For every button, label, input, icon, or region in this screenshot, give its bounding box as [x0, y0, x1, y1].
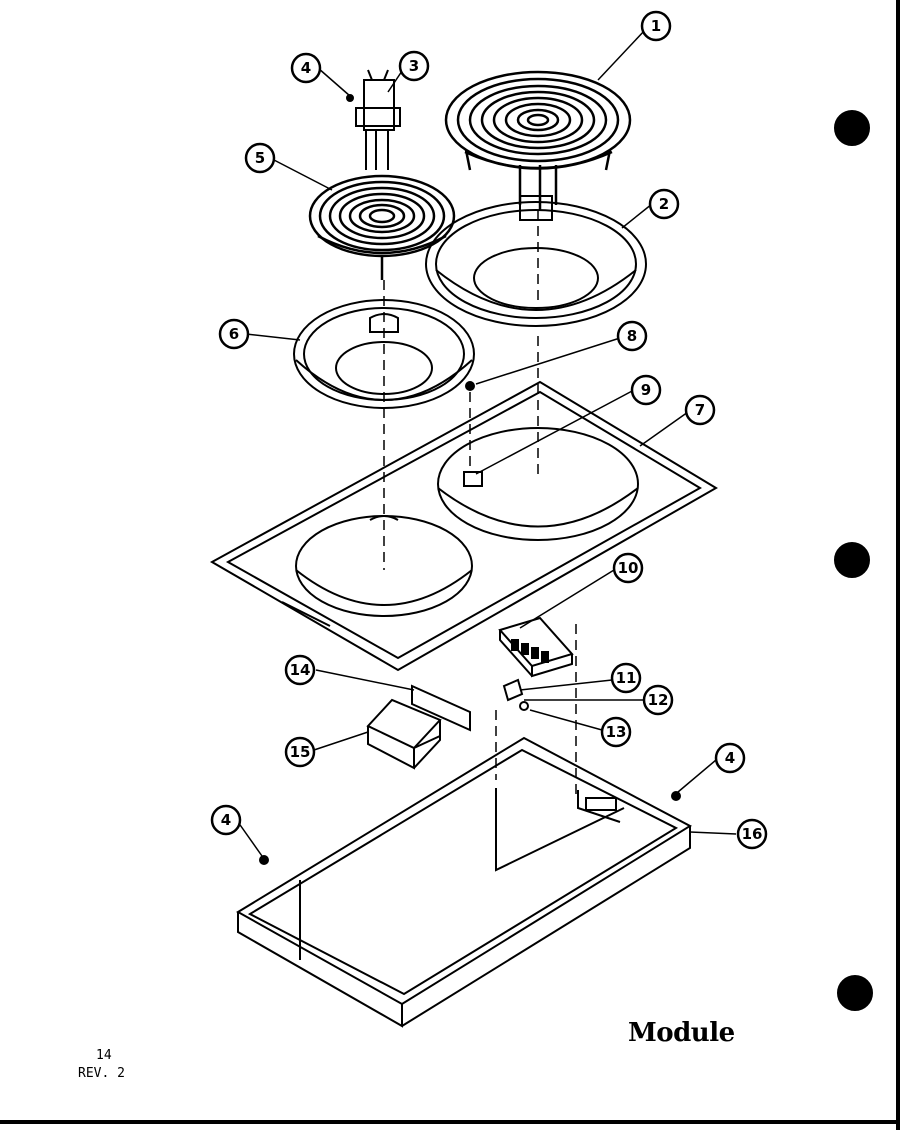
callout-10: 10 [612, 552, 644, 584]
svg-text:7: 7 [695, 401, 705, 419]
leader-lines [237, 29, 737, 857]
binder-hole-bottom [837, 975, 873, 1011]
callout-4-right: 4 [714, 742, 746, 774]
grommet-left [259, 855, 269, 865]
binder-hole-top [834, 110, 870, 146]
callout-1: 1 [640, 10, 672, 42]
grommet-right [671, 791, 681, 801]
receptacle-block [355, 69, 401, 170]
callout-7: 7 [684, 394, 716, 426]
callout-6: 6 [218, 318, 250, 350]
callout-2: 2 [648, 188, 680, 220]
cooktop-frame [209, 380, 718, 672]
page-number: 14 [96, 1048, 112, 1063]
module-box [236, 736, 693, 1028]
svg-text:2: 2 [659, 195, 669, 213]
large-surface-element [444, 70, 632, 210]
svg-text:16: 16 [742, 825, 763, 843]
callout-11: 11 [610, 662, 642, 694]
callout-15: 15 [284, 736, 316, 768]
callout-4-top: 4 [290, 52, 322, 84]
alignment-lines [383, 210, 577, 800]
svg-text:8: 8 [627, 327, 637, 345]
svg-text:6: 6 [229, 325, 239, 343]
page-border-bottom [0, 1120, 900, 1124]
callout-4-left: 4 [210, 804, 242, 836]
terminal-block [498, 616, 574, 678]
svg-text:5: 5 [255, 149, 265, 167]
callout-12: 12 [642, 684, 674, 716]
svg-text:4: 4 [725, 749, 735, 767]
svg-text:4: 4 [301, 59, 311, 77]
callout-9: 9 [630, 374, 662, 406]
svg-text:10: 10 [618, 559, 639, 577]
binder-hole-middle [834, 542, 870, 578]
revision-label: REV. 2 [78, 1066, 125, 1081]
svg-text:15: 15 [290, 743, 311, 761]
svg-text:4: 4 [221, 811, 231, 829]
svg-text:11: 11 [616, 669, 637, 687]
callout-group: 1 2 3 4 5 6 7 [210, 10, 768, 850]
callout-3: 3 [398, 50, 430, 82]
large-drip-pan [425, 195, 647, 327]
svg-text:3: 3 [409, 57, 419, 75]
svg-text:1: 1 [651, 17, 661, 35]
mounting-bracket [411, 684, 471, 732]
svg-text:9: 9 [641, 381, 651, 399]
callout-13: 13 [600, 716, 632, 748]
screw-8 [465, 381, 475, 391]
small-surface-element [308, 174, 456, 280]
ground-terminal [502, 678, 529, 711]
callout-8: 8 [616, 320, 648, 352]
callout-16: 16 [736, 818, 768, 850]
page-border-right [896, 0, 900, 1130]
callout-14: 14 [284, 654, 316, 686]
terminal-screw [346, 94, 354, 102]
svg-text:12: 12 [648, 691, 669, 709]
callout-5: 5 [244, 142, 276, 174]
junction-box [366, 698, 442, 770]
diagram-title: Module [628, 1018, 735, 1048]
svg-text:13: 13 [606, 723, 627, 741]
svg-text:14: 14 [290, 661, 311, 679]
